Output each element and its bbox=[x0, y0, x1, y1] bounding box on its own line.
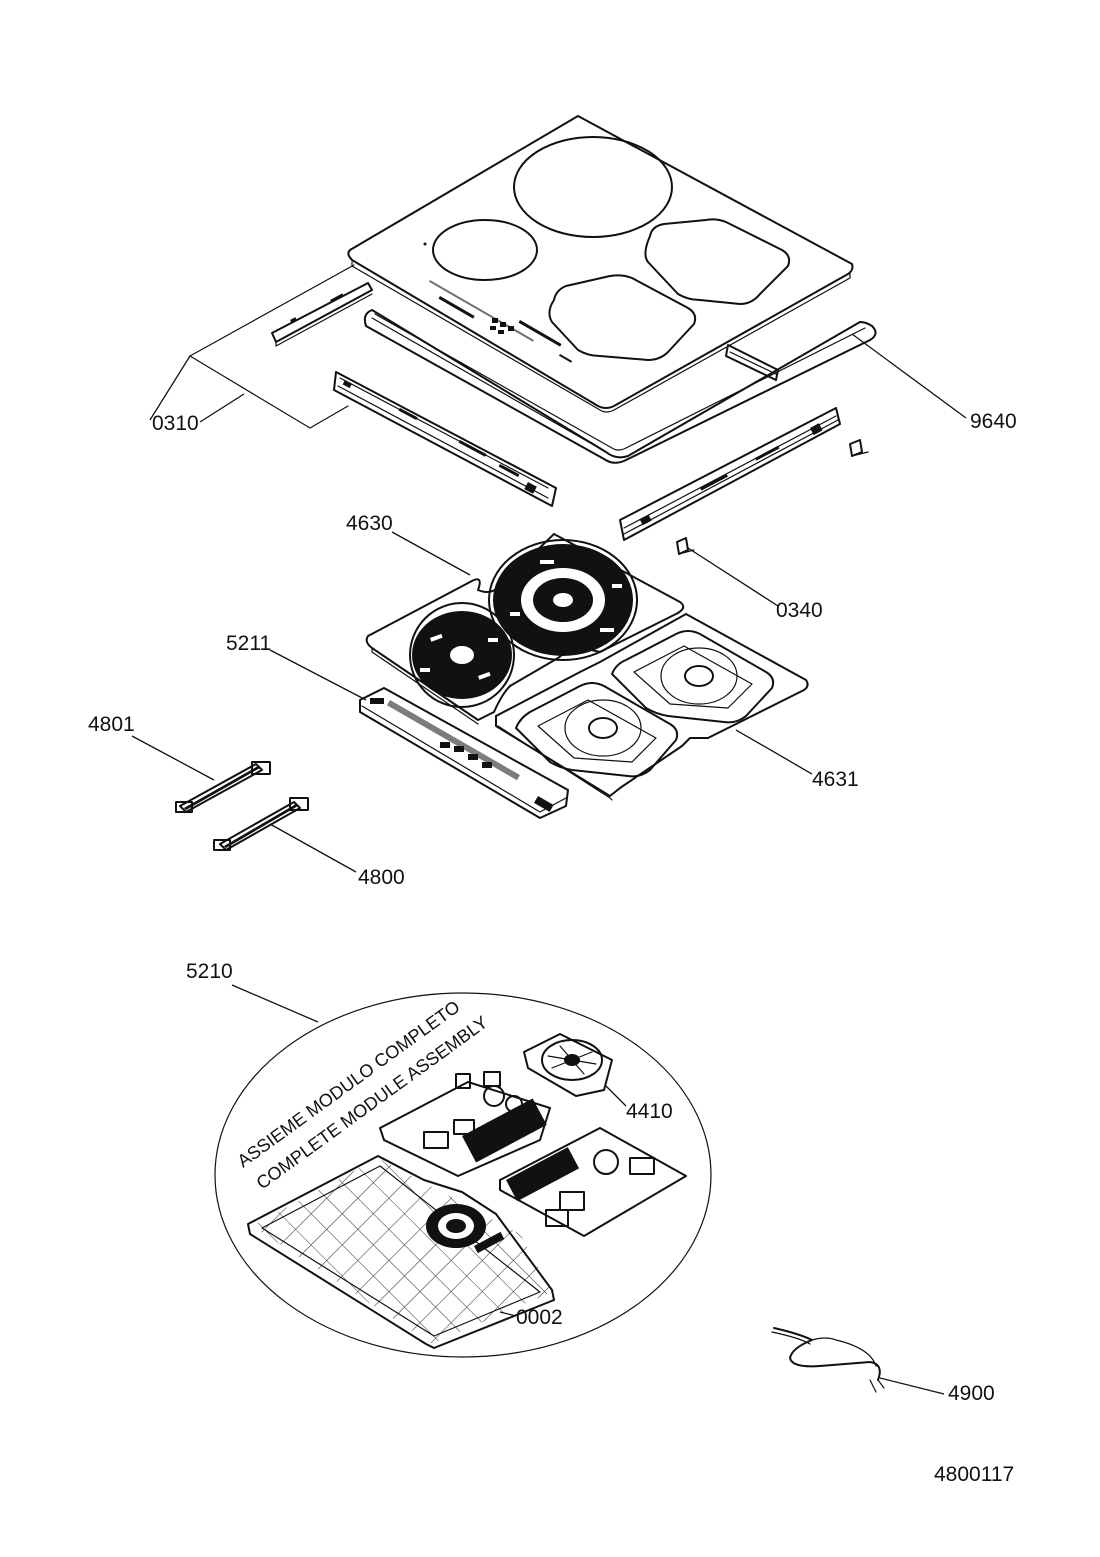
coil-plate-4630 bbox=[365, 533, 685, 725]
leader-lines bbox=[131, 333, 967, 1395]
label-9640: 9640 bbox=[970, 410, 1017, 433]
label-4410: 4410 bbox=[626, 1100, 673, 1123]
label-0340: 0340 bbox=[776, 599, 823, 622]
coil-plate-4631 bbox=[495, 613, 809, 801]
glass-cooktop-9640 bbox=[347, 115, 877, 464]
power-cable-4900 bbox=[771, 1327, 885, 1393]
label-5210: 5210 bbox=[186, 960, 233, 983]
module-assembly-oval: ASSIEME MODULO COMPLETO COMPLETE MODULE … bbox=[214, 992, 712, 1358]
side-bracket-right bbox=[619, 344, 841, 541]
label-0310: 0310 bbox=[152, 412, 199, 435]
label-4630: 4630 bbox=[346, 512, 393, 535]
label-5211: 5211 bbox=[226, 632, 271, 655]
side-trim-0310 bbox=[189, 264, 557, 507]
flat-cable-4801 bbox=[175, 761, 271, 813]
control-board-5211 bbox=[359, 687, 569, 819]
assembly-note-it: ASSIEME MODULO COMPLETO bbox=[234, 997, 464, 1172]
label-4631: 4631 bbox=[812, 768, 859, 791]
flat-cable-4800 bbox=[213, 797, 309, 851]
part-labels: 9640 0310 4630 0340 5211 4801 4631 4800 … bbox=[88, 410, 1017, 1486]
label-0002: 0002 bbox=[516, 1306, 563, 1329]
label-4800: 4800 bbox=[358, 866, 405, 889]
label-4900: 4900 bbox=[948, 1382, 995, 1405]
label-4801: 4801 bbox=[88, 713, 135, 736]
drawing-number: 4800117 bbox=[934, 1463, 1014, 1486]
